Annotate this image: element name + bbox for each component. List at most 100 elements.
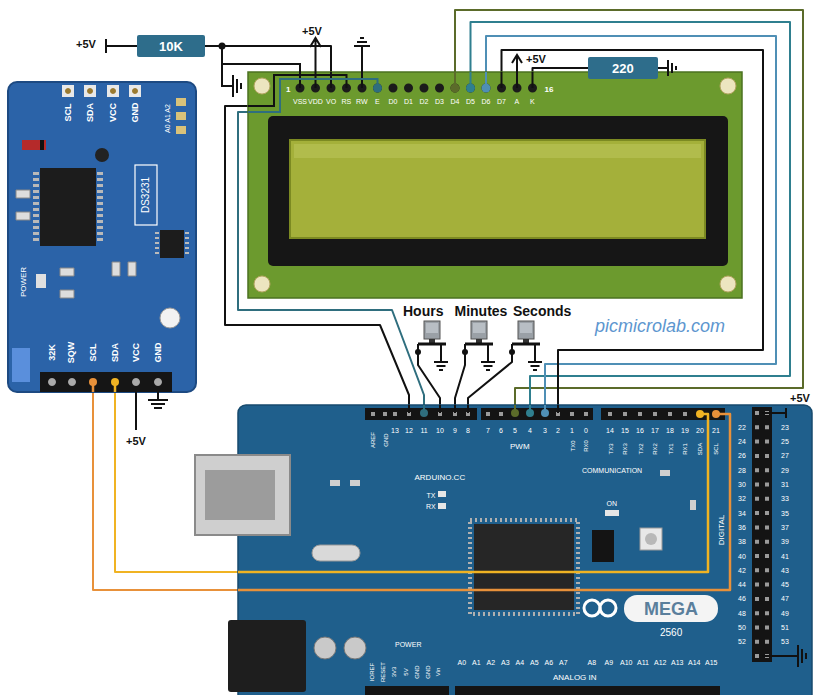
board-label: 23: [781, 424, 789, 431]
board-label: VCC: [132, 342, 141, 361]
e-trace: [248, 79, 378, 112]
board-label: 37: [781, 524, 789, 531]
capacitor: [314, 637, 336, 659]
board-label: 11: [421, 427, 428, 434]
board-label: POWER: [20, 267, 28, 297]
supply-arrow: [310, 38, 321, 72]
board-label: 13: [391, 427, 399, 434]
board-label: 45: [781, 581, 789, 588]
board-label: AREF: [370, 432, 376, 448]
board-label: A12: [654, 659, 666, 666]
pin-header: [455, 686, 720, 695]
board-label: 30: [738, 481, 746, 488]
mounting-hole: [254, 276, 270, 292]
board-label: 7: [486, 427, 490, 434]
pin-dot: [526, 409, 534, 417]
board-label: 53: [781, 638, 789, 645]
board-label: 20: [696, 427, 704, 434]
resistor-value: 10K: [159, 40, 183, 53]
usb-jack: [195, 455, 290, 535]
board-label: 43: [781, 567, 789, 574]
pin-label: VSS: [293, 98, 307, 105]
board-label: A1: [472, 659, 481, 666]
board-label: RX1: [682, 443, 688, 455]
mounting-hole: [720, 276, 736, 292]
board-label: 27: [781, 452, 789, 459]
board-label: 44: [738, 581, 746, 588]
board-label: A3: [501, 659, 510, 666]
board-label: Vin: [435, 668, 441, 677]
pin-label: RW: [356, 98, 368, 105]
button-cap-top: [520, 323, 532, 333]
board-label: 15: [621, 427, 629, 434]
board-label: DS3231: [141, 177, 151, 213]
board-label: 29: [781, 467, 789, 474]
mounting-hole: [254, 78, 270, 94]
board-label: A7: [559, 659, 568, 666]
board-label: 51: [781, 624, 789, 631]
board-label: 3V3: [391, 667, 397, 678]
capacitor: [344, 637, 366, 659]
sda-wire: [238, 414, 708, 572]
board-label: RX: [426, 503, 436, 510]
board-label: 40: [738, 553, 746, 560]
pin-label: RS: [342, 98, 352, 105]
mounting-hole: [720, 78, 736, 94]
lcd-pcb: [248, 72, 742, 298]
board-label: A2: [487, 659, 496, 666]
board-label: A5: [530, 659, 539, 666]
board-label: 6: [499, 427, 503, 434]
supply-arrow: [512, 55, 522, 72]
rtc-chip: [40, 168, 96, 246]
board-label: PWM: [510, 443, 530, 451]
board-label: ARDUINO.CC: [415, 474, 466, 482]
board-label: POWER: [395, 641, 421, 648]
board-label: 31: [781, 481, 789, 488]
board-label: 28: [738, 467, 746, 474]
button-cap-top: [426, 323, 438, 333]
board-label: 10: [436, 427, 444, 434]
push-button: Minutes: [452, 301, 510, 352]
pin-label: D5: [466, 98, 475, 105]
mounting-hole: [160, 308, 180, 328]
board-label: SDA: [697, 443, 703, 455]
ground-symbol: [528, 344, 542, 370]
pin-header: [365, 686, 449, 695]
button-cap-top: [473, 323, 485, 333]
board-label: 50: [738, 624, 746, 631]
power-led: [36, 274, 46, 288]
supply-wire: [135, 392, 137, 430]
board-label: 21: [712, 427, 720, 434]
board-label: A11: [637, 659, 649, 666]
button-cap: [424, 321, 440, 339]
board-label: 33: [781, 495, 789, 502]
pad-hole: [65, 88, 138, 94]
chip-pins: [470, 520, 578, 614]
pin-dot: [696, 410, 704, 418]
rtc-pcb: [8, 82, 196, 392]
pin-dot: [541, 409, 549, 417]
button-label: Seconds: [513, 304, 571, 318]
crystal: [312, 545, 360, 561]
board-label: 0: [584, 427, 588, 434]
board-label: A9: [605, 659, 614, 666]
board-label: GND: [413, 665, 419, 678]
pin-dot: [511, 409, 519, 417]
pin-dot: [466, 84, 475, 93]
pin-dot: [712, 410, 720, 418]
reset-cap: [645, 533, 657, 545]
pin-dot: [373, 84, 382, 93]
supply-wire: [762, 408, 786, 418]
pin-trace: [409, 405, 558, 413]
pin-label: D1: [404, 98, 413, 105]
junction-dot: [415, 349, 421, 355]
board-label: A0 A1 A2: [163, 104, 170, 133]
pin-label: VO: [326, 98, 336, 105]
board-label: SCL: [713, 443, 719, 455]
board-label: 42: [738, 567, 746, 574]
board-label: 5: [513, 427, 517, 434]
board-label: IOREF: [369, 663, 375, 681]
board-label: RX3: [622, 443, 628, 455]
arduino-board: AREFGND1312111098PWM76543210TX0RX0141516…: [238, 405, 812, 695]
